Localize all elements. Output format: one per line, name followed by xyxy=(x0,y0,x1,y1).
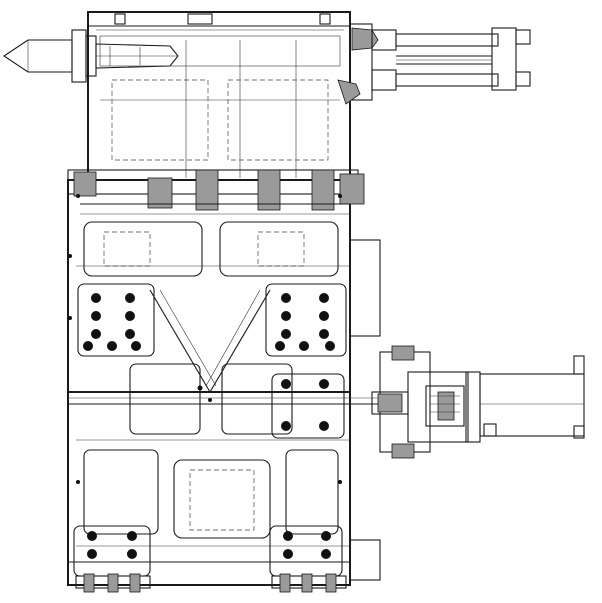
top-flange-screws xyxy=(73,169,365,211)
tailstock-quill xyxy=(3,29,179,83)
hydraulic-cylinder-top xyxy=(371,27,531,91)
locating-dots xyxy=(68,194,342,484)
bolt-group-center-right xyxy=(281,379,329,431)
main-carriage-body xyxy=(67,169,381,586)
side-actuator-right xyxy=(371,345,585,459)
foot-bolts xyxy=(73,525,347,593)
clamp-bolt-pattern xyxy=(77,283,347,439)
bolt-group-right xyxy=(275,293,335,351)
upper-housing xyxy=(87,11,379,181)
bolt-group-left xyxy=(83,293,141,351)
